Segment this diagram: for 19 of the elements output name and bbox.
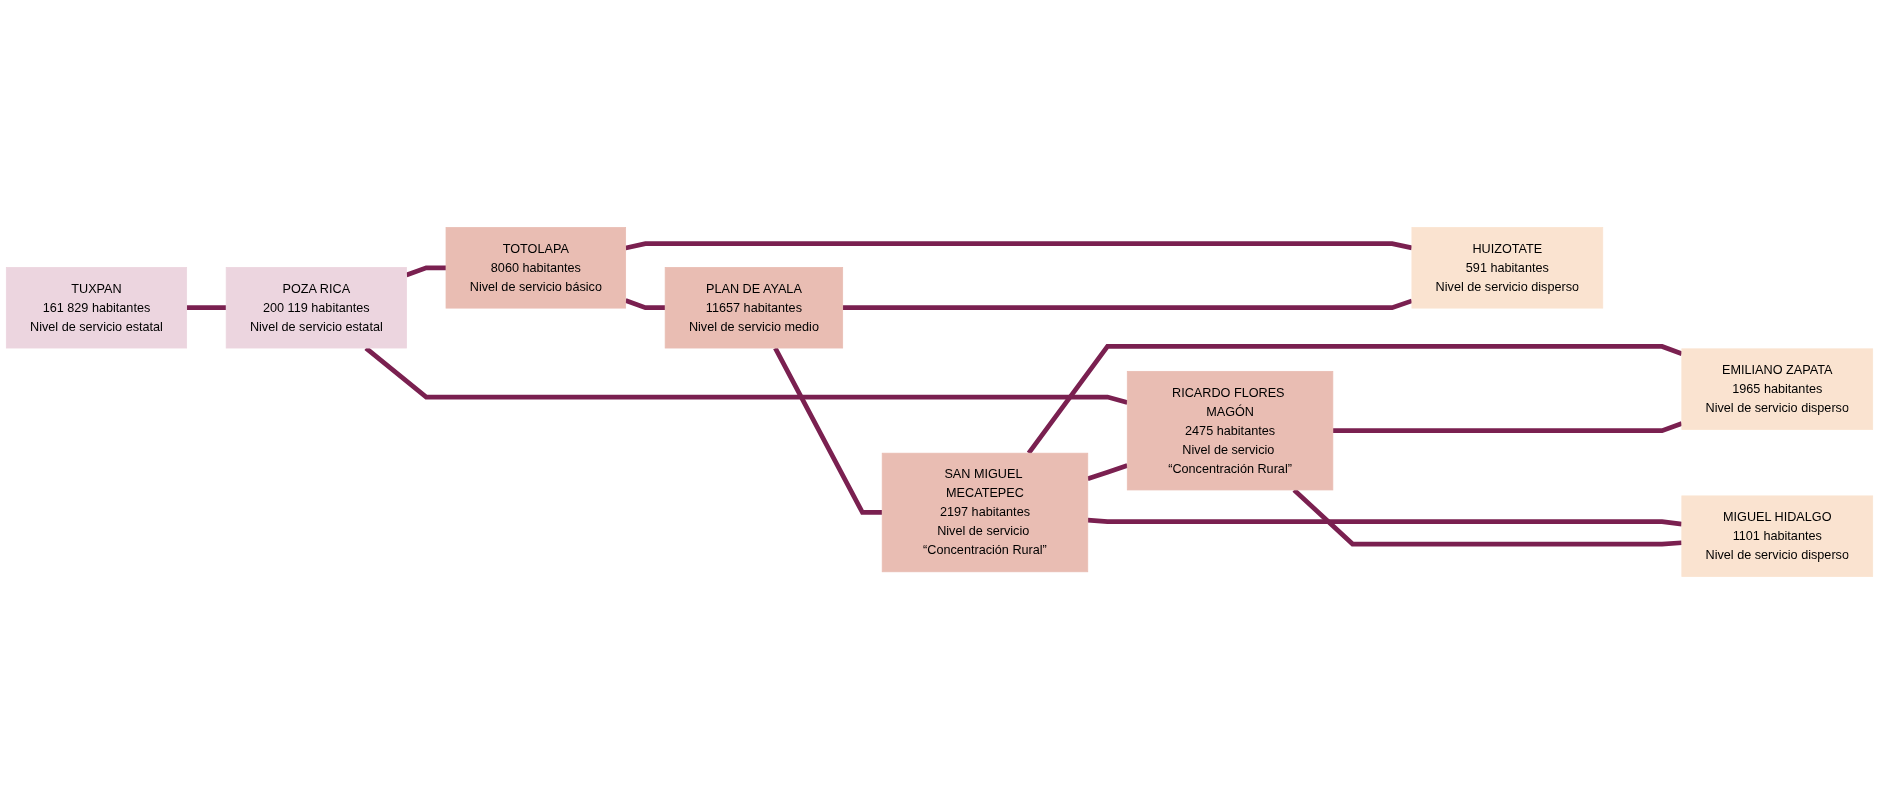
- connector: [1292, 488, 1682, 547]
- node-box: PLAN DE AYALA 11657 habitantes Nivel de servicio medio: [664, 267, 844, 349]
- node-box: TUXPAN 161 829 habitantes Nivel de servicio estatal: [5, 267, 188, 349]
- connector: [1087, 463, 1129, 481]
- connector: [1332, 421, 1683, 434]
- node-box: HUIZOTATE 591 habitantes Nivel de servicio disperso: [1411, 227, 1604, 309]
- connector: [624, 298, 666, 311]
- connector: [405, 265, 446, 278]
- connector: [625, 241, 1413, 251]
- connector: [1087, 517, 1683, 527]
- node-box: POZA RICA 200 119 habitantes Nivel de servicio estatal: [225, 267, 407, 349]
- connector: [1026, 344, 1683, 455]
- node-box: SAN MIGUEL MECATEPEC 2197 habitantes Nivel de servicio “Concentración Rural”: [881, 452, 1089, 573]
- node-box: MIGUEL HIDALGO 1101 habitantes Nivel de servicio disperso: [1681, 495, 1874, 577]
- node-box: EMILIANO ZAPATA 1965 habitantes Nivel de servicio disperso: [1681, 348, 1874, 430]
- node-box: RICARDO FLORES MAGÓN 2475 habitantes Nivel de servicio “Concentración Rural”: [1126, 370, 1334, 491]
- node-box: TOTOLAPA 8060 habitantes Nivel de servicio básico: [445, 227, 627, 309]
- connector: [186, 305, 227, 311]
- connector: [842, 298, 1413, 311]
